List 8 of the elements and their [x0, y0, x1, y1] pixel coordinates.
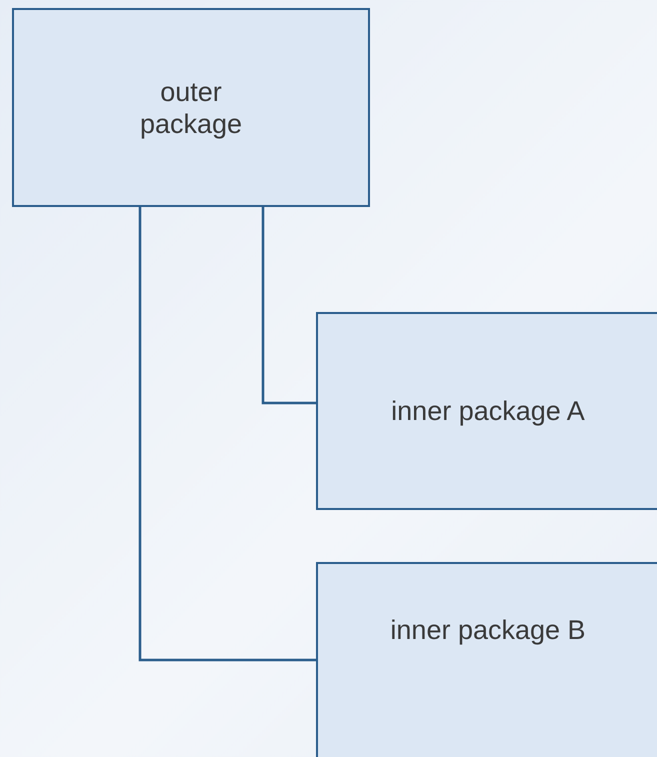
package-box — [12, 8, 370, 207]
package-label: outer package — [138, 76, 244, 140]
package-label: inner package A — [391, 395, 585, 427]
package-box — [316, 312, 657, 510]
package-box — [316, 562, 657, 757]
connector-line — [262, 207, 316, 404]
connector-line — [138, 207, 316, 662]
package-label: inner package B — [390, 614, 586, 646]
